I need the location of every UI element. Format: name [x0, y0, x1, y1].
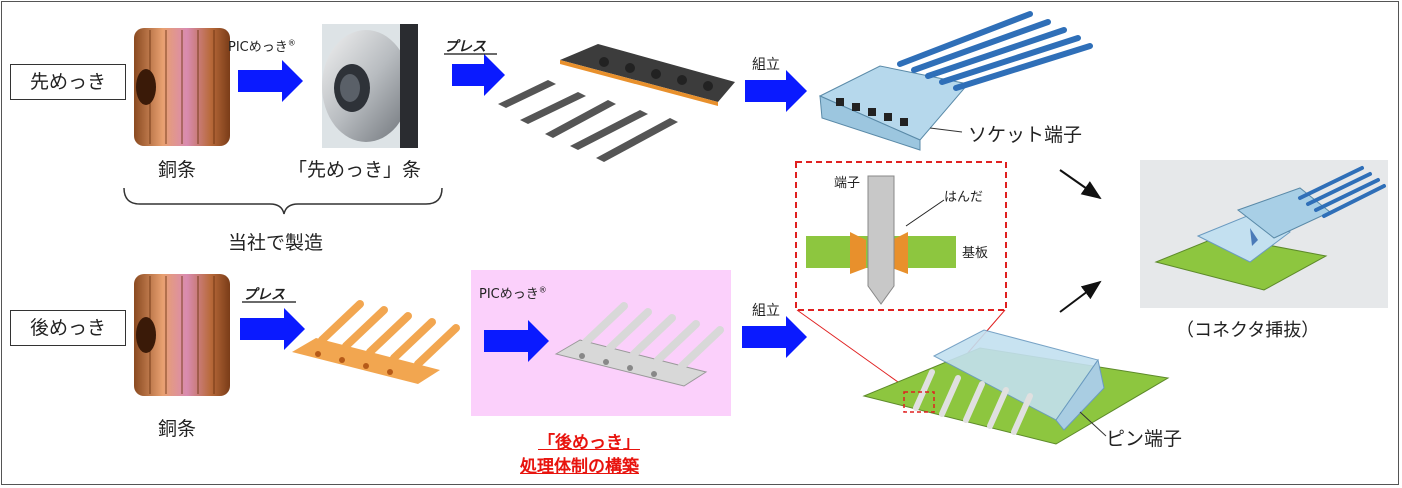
- arrow-coil-to-press-bottom: [240, 308, 305, 350]
- arrow-coil-to-plated: [238, 60, 303, 102]
- copper-strip-label-bottom: 銅条: [158, 418, 197, 440]
- pressed-strip-pre: [498, 44, 735, 162]
- terminal-label: 端子: [834, 176, 861, 191]
- pressed-strip-post: [292, 300, 460, 384]
- solder-label: はんだ: [944, 190, 984, 205]
- socket-leader: [929, 127, 963, 133]
- arrow-press-to-socket: [745, 70, 807, 112]
- post-plating-label: 後めっき: [10, 310, 126, 346]
- pin-connector: [862, 329, 1170, 445]
- assembly-label-top: 組立: [752, 57, 780, 73]
- board-label: 基板: [962, 246, 989, 261]
- post-plating-quote-label: 「後めっき」: [538, 433, 640, 453]
- socket-connector: [818, 11, 1093, 151]
- connector-insert-label: （コネクタ挿抜）: [1176, 320, 1320, 341]
- process-arrows: [238, 54, 807, 362]
- press-label-bottom: プレス: [243, 287, 285, 303]
- socket-terminal-label: ソケット端子: [968, 124, 1083, 146]
- assembly-label-bottom: 組立: [752, 303, 780, 319]
- arrow-socket-to-insert: [1059, 169, 1102, 200]
- pic-plating-label-top: PICめっき®: [228, 38, 296, 55]
- in-house-label: 当社で製造: [228, 232, 324, 254]
- copper-strip-label-top: 銅条: [158, 159, 197, 181]
- arrow-pink-to-pin: [742, 316, 807, 358]
- connector-insert-panel: [1140, 160, 1388, 308]
- pre-plated-strip-label: 「先めっき」条: [288, 159, 422, 181]
- pic-plating-label-bottom: PICめっき®: [479, 285, 547, 302]
- inset-leader-a: [796, 309, 913, 393]
- pin-terminal-label: ピン端子: [1106, 428, 1183, 450]
- pin-leader: [1079, 411, 1107, 437]
- arrow-plated-to-press: [452, 54, 505, 96]
- plated-coil: [322, 24, 418, 148]
- solder-detail-inset: [795, 161, 1007, 311]
- system-build-label: 処理体制の構築: [520, 457, 639, 477]
- manufacture-brace: [123, 187, 443, 215]
- arrow-pin-to-insert: [1059, 280, 1102, 313]
- copper-coil-bottom: [134, 274, 230, 396]
- plated-pins: [554, 302, 724, 387]
- pre-plating-label: 先めっき: [10, 64, 126, 100]
- press-label-top: プレス: [444, 39, 486, 55]
- copper-coil-top: [134, 28, 230, 146]
- arrow-in-pink: [484, 320, 549, 362]
